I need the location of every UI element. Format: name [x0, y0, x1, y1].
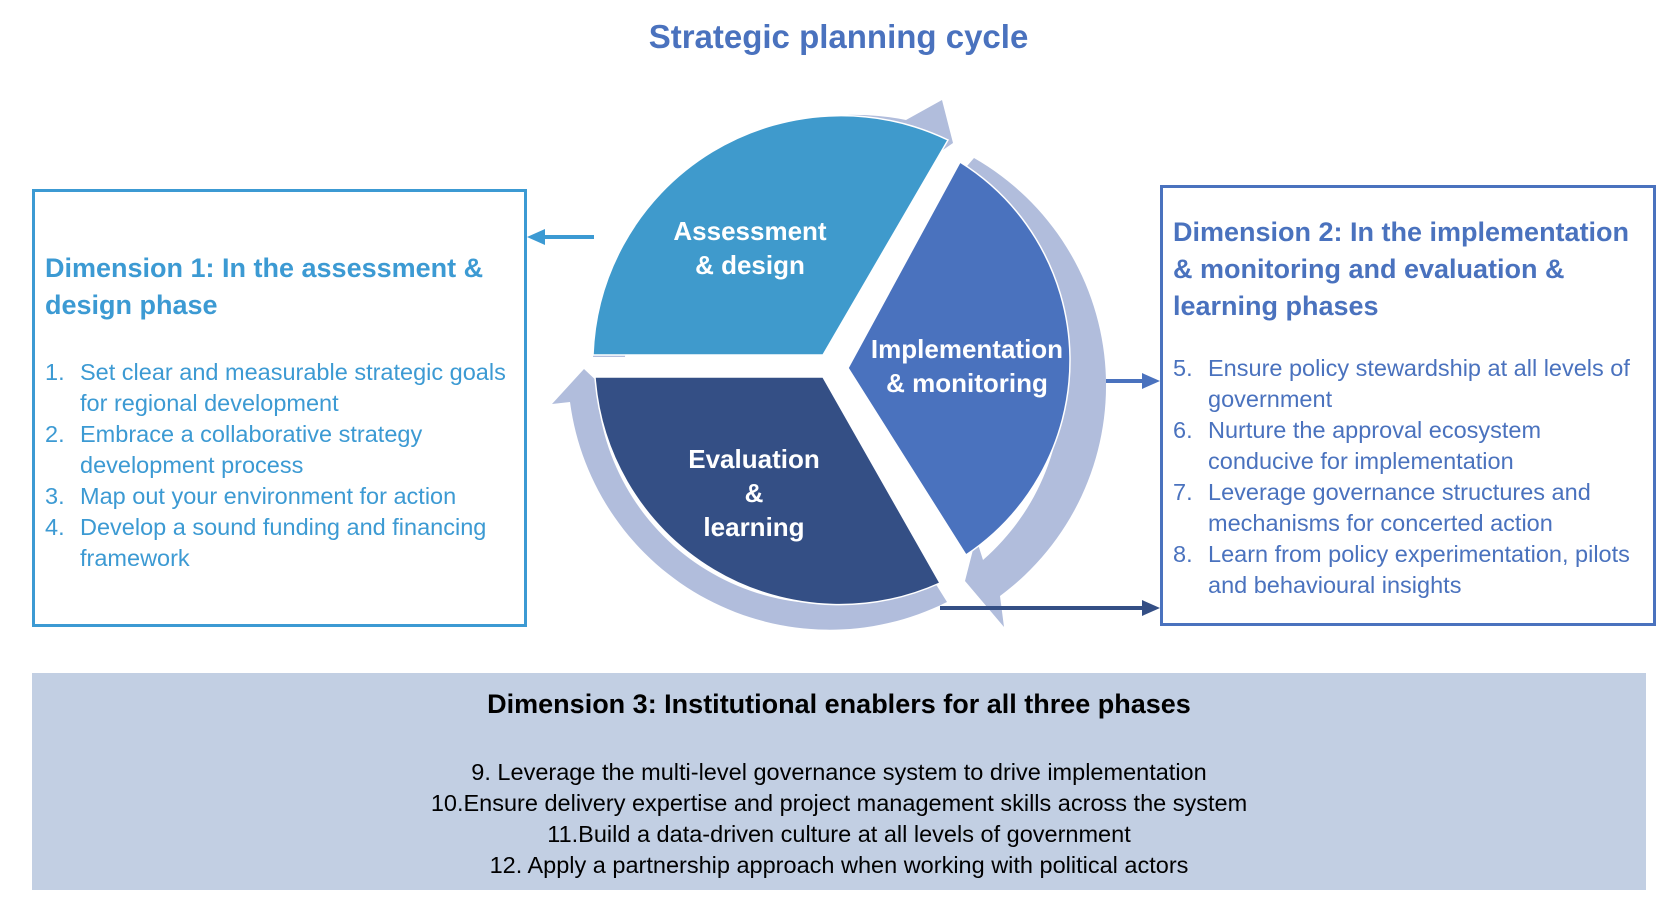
- connector-arrow-dimension2-upper: [1106, 373, 1160, 389]
- list-item: 2. Embrace a collaborative strategy devel…: [45, 419, 515, 481]
- list-item: 1. Set clear and measurable strategic goa…: [45, 357, 515, 419]
- item-number: 3.: [45, 483, 65, 509]
- dimension2-heading: Dimension 2: In the implementation & mon…: [1173, 217, 1630, 321]
- dimension1-heading: Dimension 1: In the assessment & design …: [45, 253, 484, 320]
- diagram-title: Strategic planning cycle: [648, 18, 1029, 55]
- dimension3-list: 9. Leverage the multi-level governance s…: [32, 757, 1646, 881]
- item-text: Develop a sound funding and financing fr…: [80, 514, 487, 571]
- segment-evaluation: [594, 376, 942, 606]
- dimension2-list: 5. Ensure policy stewardship at all level…: [1173, 353, 1653, 601]
- list-item: 6. Nurture the approval ecosystem conduci…: [1173, 415, 1653, 477]
- ring-arrow-right: [948, 158, 1107, 627]
- connector-arrow-dimension2-lower: [940, 600, 1160, 616]
- list-item: 7. Leverage governance structures and mec…: [1173, 477, 1653, 539]
- list-item: 5. Ensure policy stewardship at all level…: [1173, 353, 1653, 415]
- item-text: Learn from policy experimentation, pilot…: [1208, 541, 1630, 598]
- list-item: 11.Build a data-driven culture at all le…: [547, 821, 1131, 847]
- dimension3-heading: Dimension 3: Institutional enablers for …: [487, 689, 1191, 719]
- segment-implementation: [847, 160, 1071, 557]
- list-item: 4. Develop a sound funding and financing …: [45, 512, 515, 574]
- item-number: 7.: [1173, 479, 1193, 505]
- item-text: Map out your environment for action: [80, 483, 457, 509]
- item-text: Leverage governance structures and mecha…: [1208, 479, 1591, 536]
- list-item: 8. Learn from policy experimentation, pil…: [1173, 539, 1653, 601]
- segment-assessment: [592, 114, 950, 356]
- list-item: 9. Leverage the multi-level governance s…: [471, 759, 1207, 785]
- segment-label-implementation: Implementation& monitoring: [871, 334, 1063, 398]
- item-number: 1.: [45, 359, 65, 385]
- list-item: 10.Ensure delivery expertise and project…: [430, 790, 1248, 816]
- item-number: 8.: [1173, 541, 1193, 567]
- item-text: Ensure policy stewardship at all levels …: [1208, 355, 1630, 412]
- dimension3-box: Dimension 3: Institutional enablers for …: [32, 673, 1646, 890]
- item-text: Embrace a collaborative strategy develop…: [80, 421, 423, 478]
- item-text: Set clear and measurable strategic goals…: [80, 359, 506, 416]
- connector-arrow-dimension1: [527, 229, 594, 245]
- list-item: 3. Map out your environment for action: [45, 481, 515, 512]
- segment-label-assessment: Assessment& design: [673, 216, 827, 280]
- dimension2-box: Dimension 2: In the implementation & mon…: [1160, 185, 1656, 626]
- item-number: 5.: [1173, 355, 1193, 381]
- dimension1-box: Dimension 1: In the assessment & design …: [32, 189, 527, 627]
- list-item: 12. Apply a partnership approach when wo…: [489, 852, 1189, 878]
- item-number: 4.: [45, 514, 65, 540]
- ring-arrow-left: [552, 369, 947, 630]
- segment-label-evaluation: Evaluation&learning: [688, 444, 819, 542]
- item-number: 2.: [45, 421, 65, 447]
- item-text: Nurture the approval ecosystem conducive…: [1208, 417, 1542, 474]
- item-number: 6.: [1173, 417, 1193, 443]
- dimension1-list: 1. Set clear and measurable strategic goa…: [45, 357, 515, 574]
